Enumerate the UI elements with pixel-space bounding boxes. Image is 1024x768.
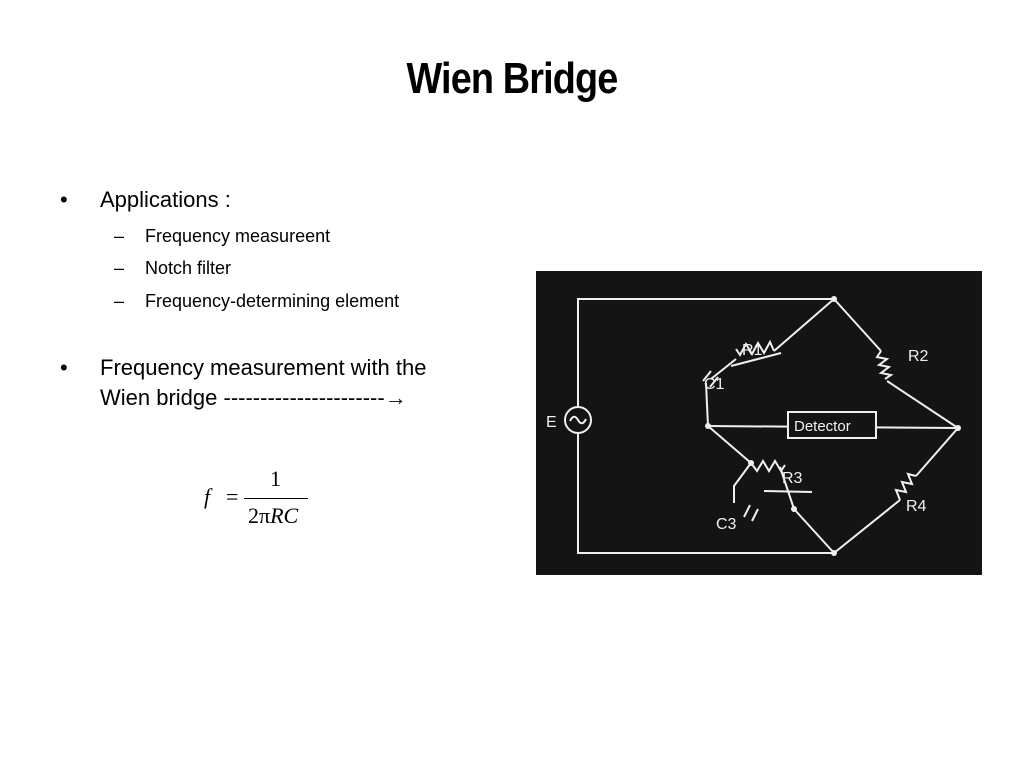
wire-r4-to-bottom <box>833 499 901 554</box>
capacitor-c3-plate-a <box>743 504 751 518</box>
bullet-marker: • <box>60 187 68 212</box>
top-wire <box>577 298 834 407</box>
wire-top-to-r1 <box>773 298 835 352</box>
formula-denominator: 2πRC <box>248 503 299 528</box>
wire-left-node-to-rc3 <box>707 425 752 464</box>
label-r4: R4 <box>906 498 927 515</box>
formula-lhs: f <box>204 484 211 509</box>
wire-right-node-to-r4 <box>915 427 959 477</box>
r1-wiper-arrow <box>730 352 782 367</box>
wire-r1-to-c1 <box>710 358 737 380</box>
node-left <box>705 423 711 429</box>
label-detector: Detector <box>794 418 851 435</box>
detector-box <box>787 411 877 439</box>
formula-numerator: 1 <box>270 466 281 491</box>
wire-r2-to-right-node <box>886 380 959 429</box>
dash-marker: – <box>114 291 125 311</box>
node-rc3-bottom <box>791 506 797 512</box>
capacitor-c1-plate-a <box>702 370 712 382</box>
dash-marker: – <box>114 258 125 278</box>
node-top <box>831 296 837 302</box>
wire-r3-to-c3 <box>779 466 795 510</box>
wire-c1-to-left-node <box>705 382 709 427</box>
node-rc3-top <box>748 460 754 466</box>
sub-item-text: Frequency measureent <box>145 226 331 246</box>
bullet-text: Applications : <box>100 187 231 212</box>
ac-source-circle <box>564 406 592 434</box>
sub-item-text: Notch filter <box>145 258 232 278</box>
label-c3: C3 <box>716 516 737 533</box>
bottom-wire <box>577 433 834 554</box>
node-right <box>955 425 961 431</box>
label-c1: C1 <box>704 376 725 393</box>
wire-rc3-to-bottom <box>793 508 835 554</box>
bullet-marker: • <box>60 355 68 380</box>
wire-c3-branch <box>733 462 752 503</box>
resistor-r2 <box>875 350 894 380</box>
diagram-background <box>536 271 982 575</box>
label-source-e: E <box>546 414 557 431</box>
capacitor-c1-plate-b <box>709 376 719 388</box>
label-r2: R2 <box>908 348 929 365</box>
node-bottom <box>831 550 837 556</box>
capacitor-c3-plate-b <box>751 508 759 522</box>
label-r1: R1 <box>742 342 763 359</box>
formula-equals: = <box>226 484 239 509</box>
label-r3: R3 <box>782 470 803 487</box>
slide-title: Wien Bridge <box>406 54 619 103</box>
resistor-r1 <box>735 339 775 357</box>
sub-item-text: Frequency-determining element <box>145 291 400 311</box>
fraction-bar <box>244 498 308 499</box>
wire-top-to-r2 <box>833 298 882 352</box>
ac-source-wave-icon <box>569 415 587 425</box>
bullet-text-line1: Frequency measurement with the <box>100 355 427 380</box>
resistor-r4 <box>894 472 917 501</box>
dash-marker: – <box>114 226 125 246</box>
bullet-text-line2: Wien bridge ----------------------→ <box>100 385 407 410</box>
wien-bridge-circuit-diagram: E Detector R1 R2 R3 R4 C1 C3 <box>536 271 982 575</box>
right-arrow-icon: → <box>384 385 407 410</box>
